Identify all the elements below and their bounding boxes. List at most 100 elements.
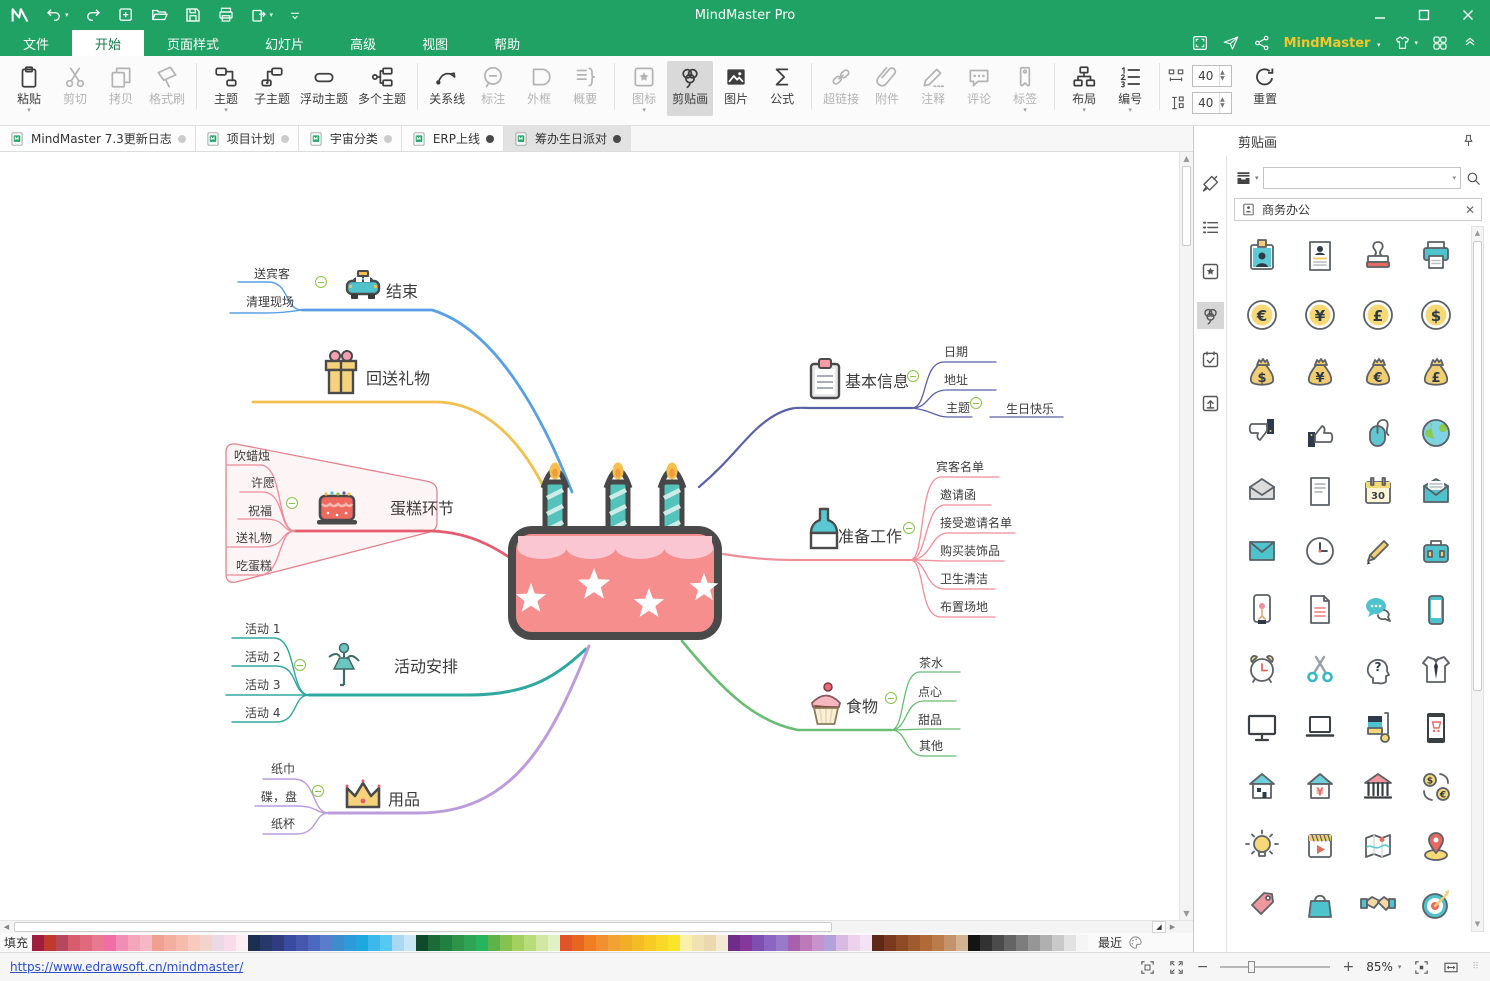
color-swatch[interactable] bbox=[764, 934, 777, 951]
redo-button[interactable] bbox=[84, 6, 102, 24]
panel-tool-upload-icon[interactable] bbox=[1197, 390, 1224, 417]
clipart-mail-letter-icon[interactable] bbox=[1410, 466, 1462, 518]
color-swatch[interactable] bbox=[416, 934, 429, 951]
color-swatch[interactable] bbox=[236, 934, 249, 951]
clipart-scissors-icon[interactable] bbox=[1294, 643, 1346, 695]
color-swatch[interactable] bbox=[80, 934, 93, 951]
topic-cups[interactable]: 纸杯 bbox=[271, 817, 296, 831]
brand-menu[interactable]: MindMaster ▾ bbox=[1283, 35, 1381, 51]
color-swatch[interactable] bbox=[224, 934, 237, 951]
ribbon-button-picture[interactable]: 图片 bbox=[713, 61, 759, 116]
zoom-out-button[interactable]: − bbox=[1196, 959, 1209, 975]
color-swatch[interactable] bbox=[752, 934, 765, 951]
new-document-button[interactable] bbox=[117, 6, 135, 24]
clipart-price-tag-icon[interactable] bbox=[1236, 879, 1288, 931]
clipart-coin-yen-icon[interactable]: ¥ bbox=[1294, 289, 1346, 341]
color-swatch[interactable] bbox=[848, 934, 861, 951]
clipart-resume-icon[interactable] bbox=[1294, 230, 1346, 282]
topic-activity4[interactable]: 活动 4 bbox=[245, 706, 281, 720]
clipart-idea-bulb-icon[interactable] bbox=[1236, 820, 1288, 872]
color-swatch[interactable] bbox=[188, 934, 201, 951]
clipart-currency-exchange-icon[interactable]: $€ bbox=[1410, 761, 1462, 813]
clipart-calendar-icon[interactable]: 30 bbox=[1352, 466, 1404, 518]
panel-scrollbar[interactable]: ▲▼ bbox=[1471, 226, 1484, 932]
clipart-coin-euro-icon[interactable]: € bbox=[1236, 289, 1288, 341]
clipart-chat-bubbles-icon[interactable] bbox=[1352, 584, 1404, 636]
color-swatch[interactable] bbox=[980, 934, 993, 951]
brush-icon[interactable] bbox=[806, 506, 842, 558]
maximize-button[interactable] bbox=[1402, 0, 1446, 30]
color-swatch[interactable] bbox=[44, 934, 57, 951]
fullscreen-icon[interactable] bbox=[1168, 959, 1185, 976]
clipart-computer-mouse-icon[interactable] bbox=[1352, 407, 1404, 459]
cupcake-icon[interactable] bbox=[806, 680, 846, 728]
apps-grid-icon[interactable] bbox=[1431, 34, 1449, 52]
ribbon-button-floating[interactable]: 浮动主题 bbox=[295, 61, 353, 116]
color-swatch[interactable] bbox=[596, 934, 609, 951]
clipart-thumbs-down-icon[interactable] bbox=[1236, 407, 1288, 459]
clipart-printer-icon[interactable] bbox=[1410, 230, 1462, 282]
crown-icon[interactable] bbox=[342, 776, 384, 814]
panel-tool-style-brush-icon[interactable] bbox=[1197, 170, 1224, 197]
canvas-horizontal-scrollbar[interactable]: ◀ ◢ ▶ bbox=[0, 920, 1193, 933]
color-swatch[interactable] bbox=[1028, 934, 1041, 951]
topic-supplies[interactable]: 用品 bbox=[388, 790, 421, 809]
color-swatch[interactable] bbox=[1064, 934, 1077, 951]
collapse-button-basic-info[interactable] bbox=[907, 370, 919, 382]
close-button[interactable] bbox=[1446, 0, 1490, 30]
color-swatch[interactable] bbox=[308, 934, 321, 951]
topic-blow-candles[interactable]: 吹蜡烛 bbox=[234, 449, 271, 463]
clipart-moneybag-euro-icon[interactable]: € bbox=[1352, 348, 1404, 400]
color-swatch[interactable] bbox=[824, 934, 837, 951]
fullscreen-mode-icon[interactable] bbox=[1191, 34, 1209, 52]
collapse-button-supplies[interactable] bbox=[312, 785, 324, 797]
color-swatch[interactable] bbox=[572, 934, 585, 951]
share-icon[interactable] bbox=[1253, 34, 1271, 52]
theme-shirt-icon[interactable]: ▾ bbox=[1393, 34, 1418, 52]
fit-width-icon[interactable] bbox=[1442, 959, 1460, 976]
ribbon-button-formula[interactable]: 公式 bbox=[759, 61, 805, 116]
color-swatch[interactable] bbox=[1040, 934, 1053, 951]
clipart-handshake-icon[interactable] bbox=[1352, 879, 1404, 931]
send-icon[interactable] bbox=[1222, 34, 1240, 52]
collapse-button-end[interactable] bbox=[315, 276, 327, 288]
clipart-bank-icon[interactable] bbox=[1352, 761, 1404, 813]
collapse-ribbon-icon[interactable] bbox=[1462, 35, 1478, 51]
clipart-source-button[interactable]: ▾ bbox=[1234, 169, 1259, 187]
color-swatch[interactable] bbox=[668, 934, 681, 951]
color-swatch[interactable] bbox=[68, 934, 81, 951]
topic-return-gifts[interactable]: 回送礼物 bbox=[366, 369, 431, 388]
topic-end[interactable]: 结束 bbox=[386, 282, 419, 301]
menu-tab-文件[interactable]: 文件 bbox=[23, 37, 50, 53]
collapse-button-food[interactable] bbox=[885, 692, 897, 704]
menu-tab-帮助[interactable]: 帮助 bbox=[494, 37, 521, 53]
color-swatch[interactable] bbox=[920, 934, 933, 951]
color-swatch[interactable] bbox=[800, 934, 813, 951]
clipart-globe-icon[interactable] bbox=[1410, 407, 1462, 459]
clipart-thinking-head-icon[interactable]: ? bbox=[1352, 643, 1404, 695]
color-swatch[interactable] bbox=[344, 934, 357, 951]
mindmap-canvas[interactable]: 结束 回送礼物 蛋糕环节 活动安排 用品 基本信息 准备工作 食物 送宾客 清理… bbox=[0, 152, 1193, 920]
color-swatch[interactable] bbox=[284, 934, 297, 951]
clipart-open-envelope-icon[interactable] bbox=[1236, 466, 1288, 518]
color-swatch[interactable] bbox=[428, 934, 441, 951]
topic-venue-setup[interactable]: 布置场地 bbox=[940, 600, 989, 614]
color-swatch[interactable] bbox=[536, 934, 549, 951]
document-tab[interactable]: MindMaster 7.3更新日志 bbox=[0, 126, 196, 151]
zoom-in-button[interactable]: + bbox=[1342, 959, 1355, 975]
clipart-video-player-icon[interactable] bbox=[1294, 820, 1346, 872]
color-swatch[interactable] bbox=[884, 934, 897, 951]
clipart-id-badge-icon[interactable] bbox=[1236, 230, 1288, 282]
ribbon-button-multitopic[interactable]: 多个主题 bbox=[353, 61, 411, 116]
clipart-target-icon[interactable] bbox=[1410, 879, 1462, 931]
pin-icon[interactable] bbox=[1461, 133, 1476, 149]
open-file-button[interactable] bbox=[150, 6, 169, 24]
color-swatch[interactable] bbox=[176, 934, 189, 951]
print-button[interactable] bbox=[217, 6, 235, 24]
clipart-category-bar[interactable]: 商务办公 ✕ bbox=[1234, 198, 1482, 221]
focus-center-icon[interactable] bbox=[1413, 959, 1430, 976]
color-swatch[interactable] bbox=[380, 934, 393, 951]
color-swatch[interactable] bbox=[368, 934, 381, 951]
color-swatch[interactable] bbox=[404, 934, 417, 951]
topic-clean-up[interactable]: 清理现场 bbox=[246, 295, 295, 309]
